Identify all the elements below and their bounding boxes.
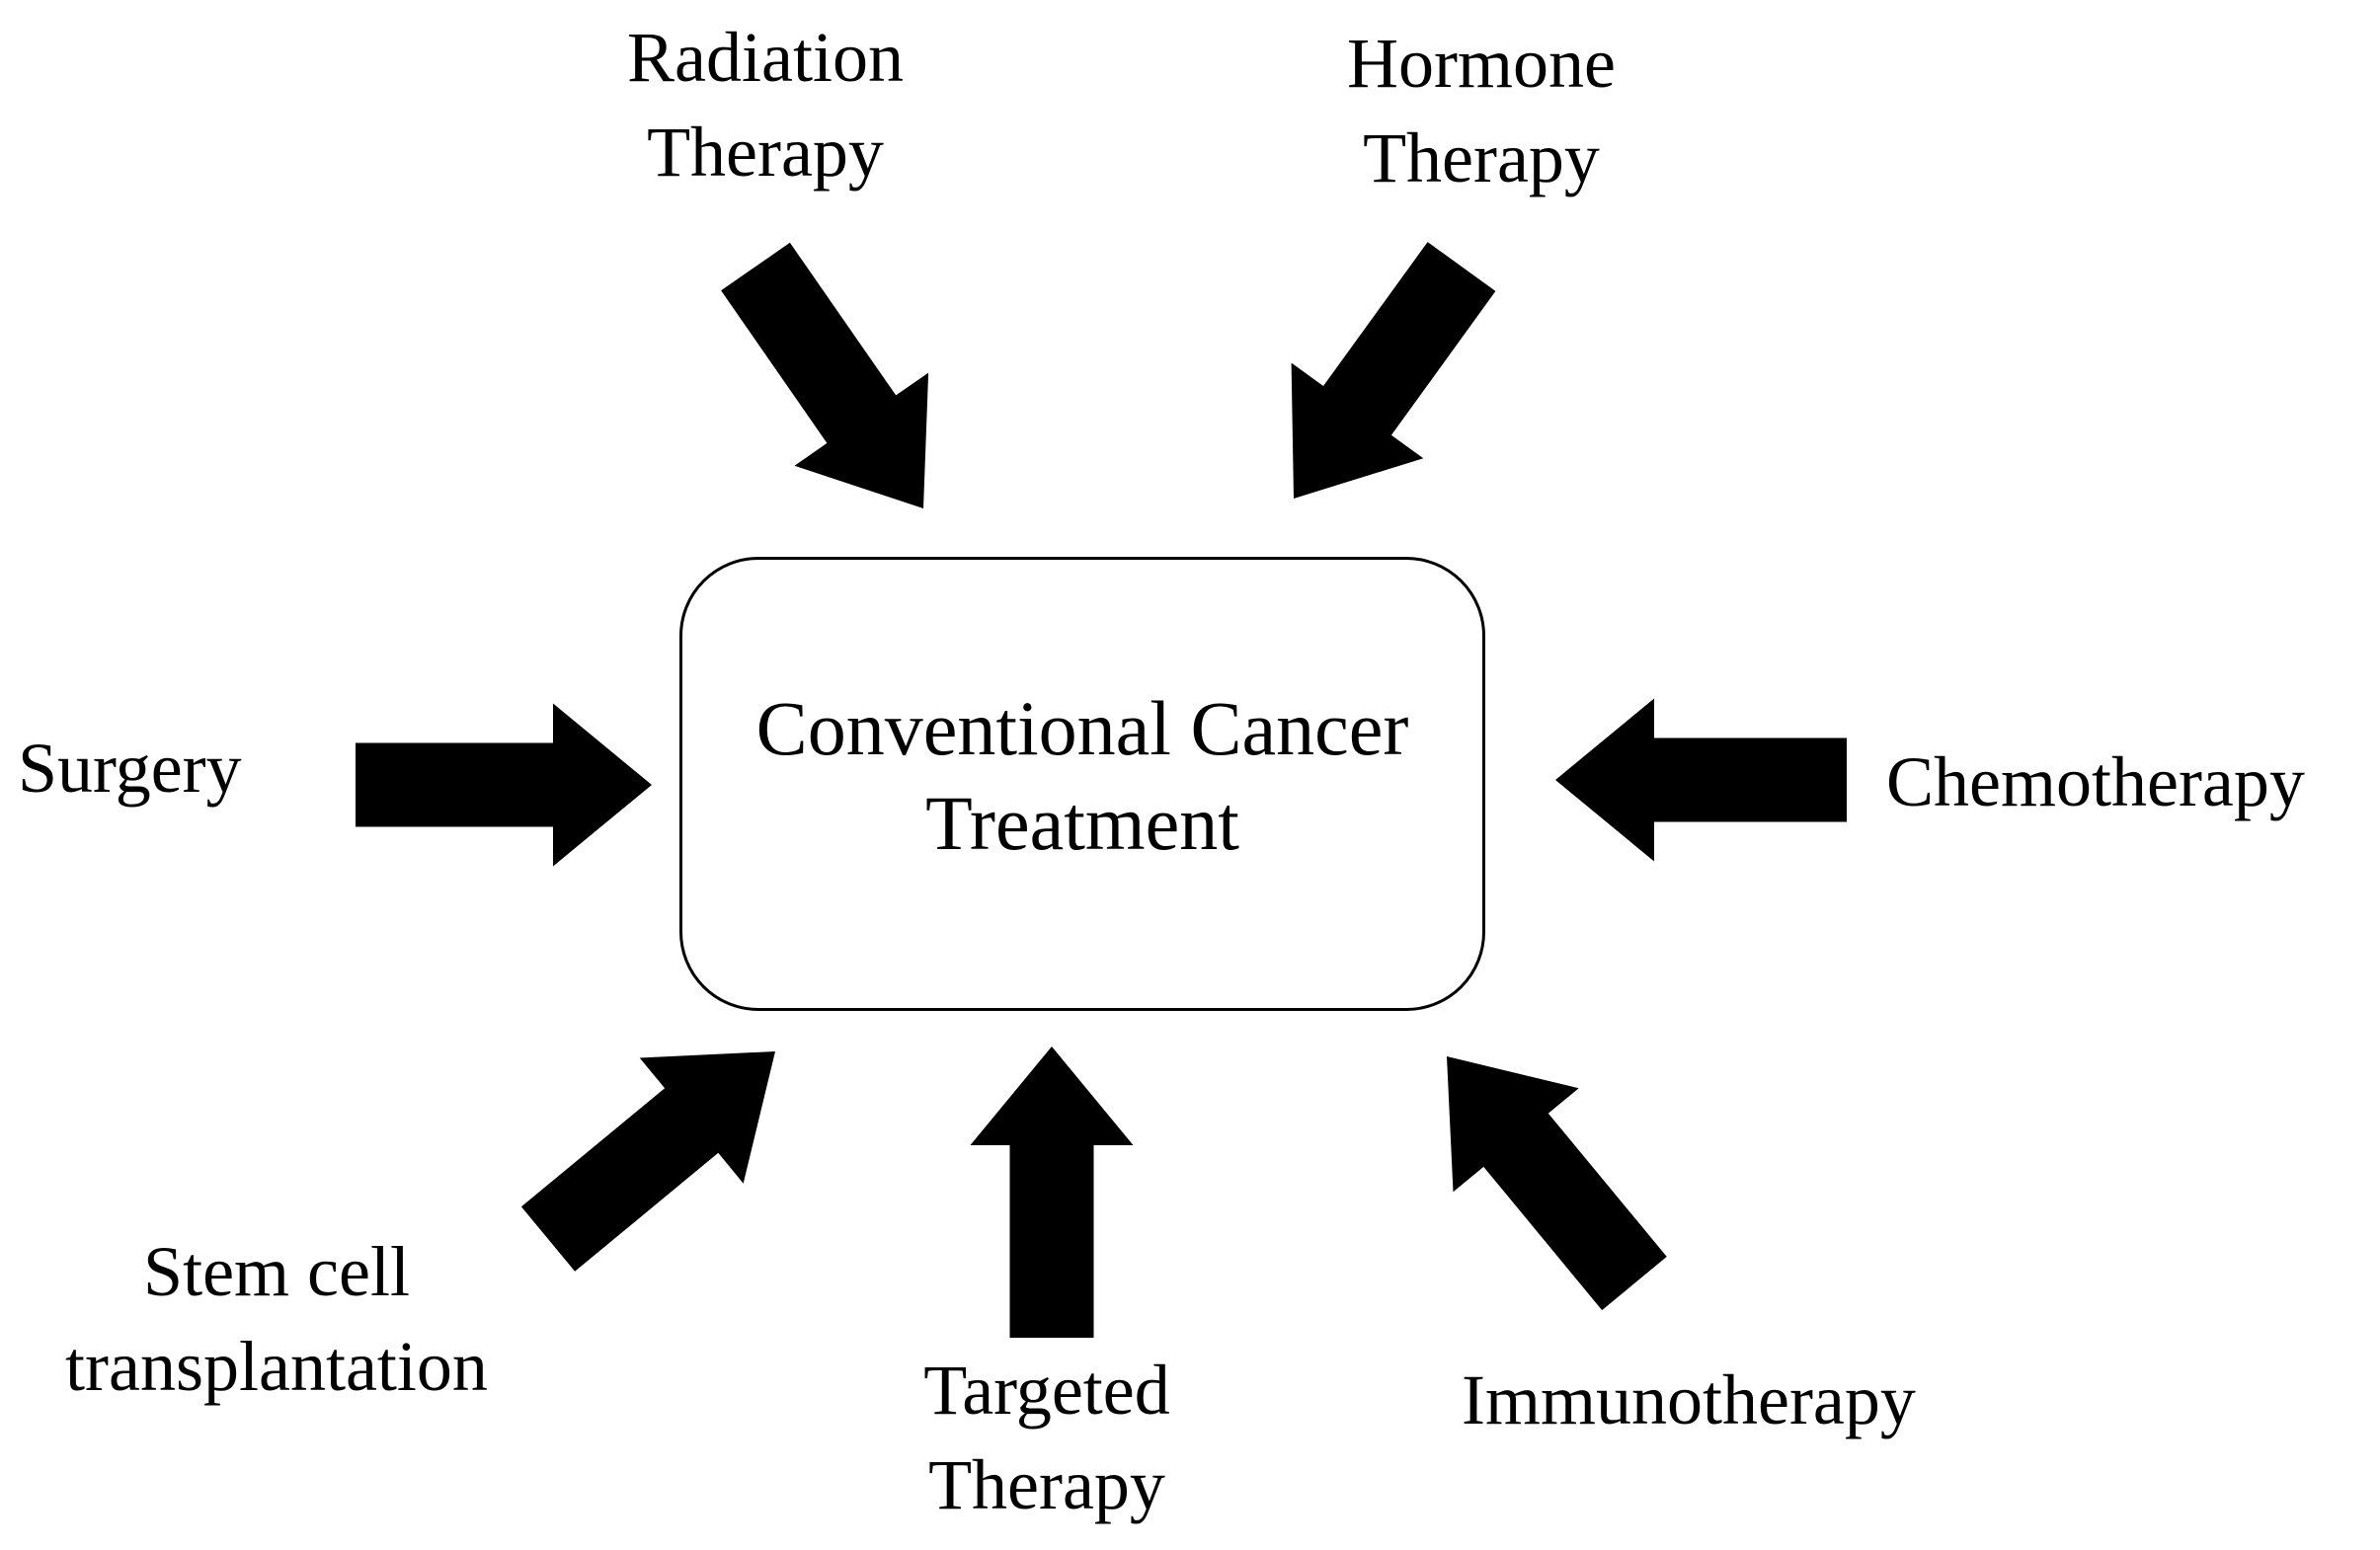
center-title-line1: Conventional Cancer bbox=[755, 685, 1409, 771]
label-radiation-line1: Radiation bbox=[627, 18, 904, 97]
label-targeted-line2: Therapy bbox=[928, 1445, 1165, 1524]
label-chemotherapy-line1: Chemotherapy bbox=[1886, 742, 2305, 821]
center-box bbox=[679, 557, 1485, 1011]
label-radiation-therapy: Radiation Therapy bbox=[578, 10, 953, 199]
label-targeted-line1: Targeted bbox=[923, 1351, 1170, 1430]
label-stem-cell-transplantation: Stem cell transplantation bbox=[20, 1224, 533, 1414]
center-title: Conventional Cancer Treatment bbox=[679, 681, 1485, 871]
arrow-stem-cell bbox=[520, 1051, 775, 1272]
arrow-immuno bbox=[1447, 1056, 1667, 1311]
label-hormone-therapy: Hormone Therapy bbox=[1289, 16, 1674, 205]
label-surgery: Surgery bbox=[18, 721, 242, 815]
label-surgery-line1: Surgery bbox=[18, 729, 242, 808]
center-title-line2: Treatment bbox=[925, 780, 1239, 866]
label-chemotherapy: Chemotherapy bbox=[1886, 735, 2305, 829]
label-stem-cell-line2: transplantation bbox=[65, 1327, 488, 1406]
arrow-targeted bbox=[970, 1046, 1134, 1338]
arrow-chemo bbox=[1555, 698, 1847, 862]
label-targeted-therapy: Targeted Therapy bbox=[869, 1343, 1225, 1532]
label-hormone-line2: Therapy bbox=[1363, 118, 1600, 197]
label-immunotherapy: Immunotherapy bbox=[1462, 1353, 1916, 1447]
label-radiation-line2: Therapy bbox=[647, 113, 884, 192]
arrow-hormone bbox=[1291, 242, 1496, 499]
arrow-surgery bbox=[356, 703, 652, 867]
label-stem-cell-line1: Stem cell bbox=[143, 1232, 410, 1311]
label-immunotherapy-line1: Immunotherapy bbox=[1462, 1360, 1916, 1439]
label-hormone-line1: Hormone bbox=[1347, 24, 1616, 103]
arrow-radiation bbox=[721, 242, 929, 509]
